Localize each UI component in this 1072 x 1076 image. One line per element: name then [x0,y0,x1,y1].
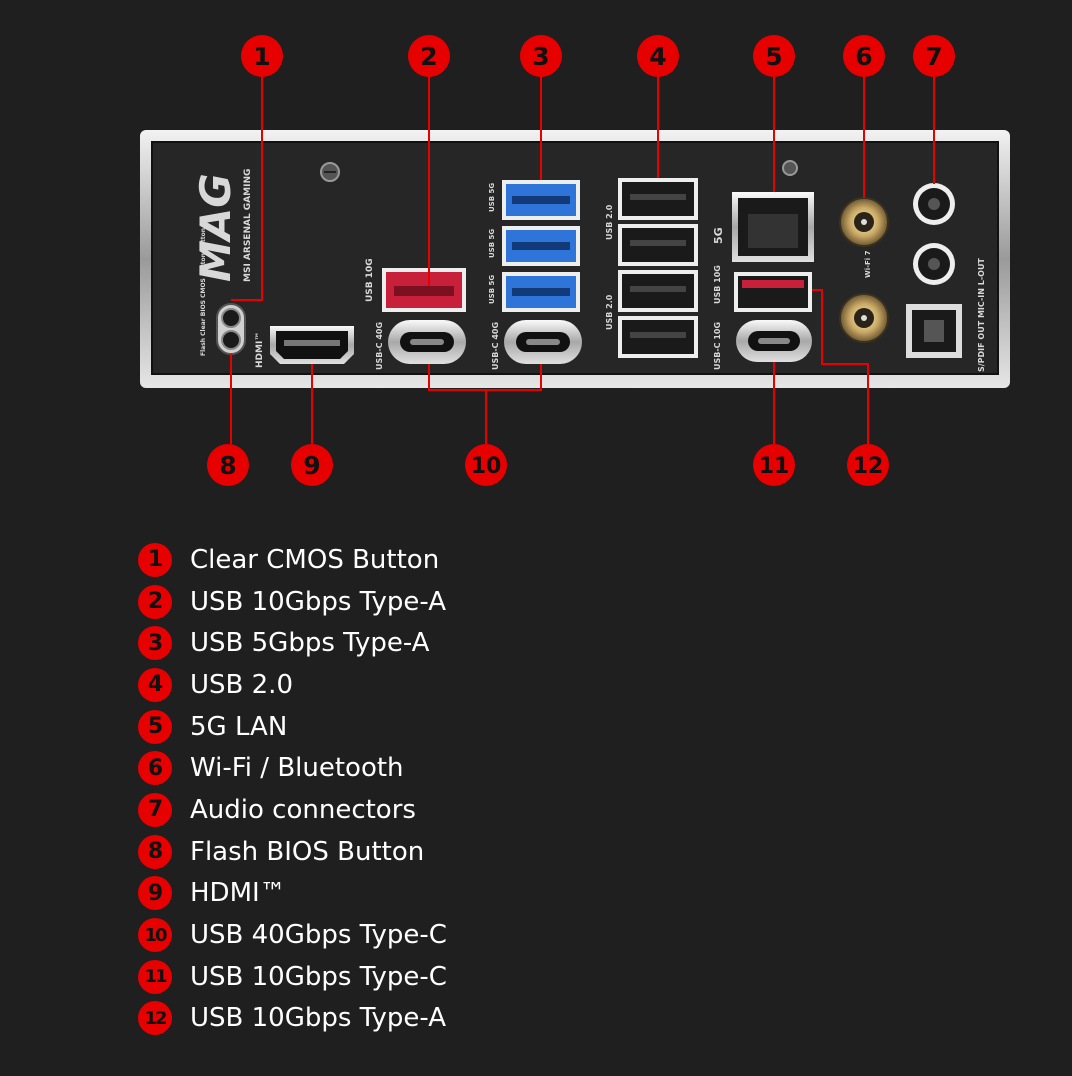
legend-item: 2 USB 10Gbps Type-A [138,581,447,623]
usb-c-40g-port: USB-C 40G [375,320,466,370]
audio-label: S/PDIF OUT MIC-IN L-OUT [977,258,986,372]
svg-text:9: 9 [303,451,320,480]
callout-badge: 4 [637,35,679,77]
svg-text:4: 4 [649,42,666,71]
usb-10g-type-a-port-right: USB 10G [713,265,812,312]
legend-label: USB 2.0 [190,669,293,700]
legend-item: 1 Clear CMOS Button [138,539,447,581]
legend-label: USB 5Gbps Type-A [190,628,430,659]
legend-label: USB 40Gbps Type-C [190,920,447,951]
usb-5g-label: USB 5G [488,229,496,258]
usb-5g-label: USB 5G [488,183,496,212]
legend-label: Wi-Fi / Bluetooth [190,753,404,784]
legend-label: Clear CMOS Button [190,544,440,575]
legend-item: 8 Flash BIOS Button [138,831,447,873]
usb-5g-type-a-ports: USB 5G USB 5G USB 5G [488,180,580,312]
usb-2-ports: USB 2.0 USB 2.0 [605,178,698,358]
usb-20-label: USB 2.0 [605,294,614,330]
callout-badge: 8 [207,444,249,486]
legend-item: 5 5G LAN [138,706,447,748]
lan-5g-label: 5G [712,227,725,244]
legend-label: USB 10Gbps Type-A [190,1003,447,1034]
svg-text:8: 8 [219,451,236,480]
lan-port: 5G [712,192,814,262]
svg-text:1: 1 [253,42,270,71]
wifi-antenna-connectors: Wi-Fi 7 [839,197,889,343]
brand-logo: MAG MSI ARSENAL GAMING [191,169,253,282]
brand-subtitle: MSI ARSENAL GAMING [243,169,253,282]
usb-10g-label: USB 10G [365,258,375,302]
usb-c-10g-port: USB-C 10G [713,320,812,370]
legend-badge: 1 [138,542,172,577]
callout-badge: 11 [753,444,795,486]
legend-label: Audio connectors [190,794,416,825]
flash-clear-buttons: Flash Clear BIOS CMOS Button Button [200,228,246,356]
flash-bios-button[interactable] [221,330,241,350]
legend-badge: 12 [138,1001,172,1036]
legend-label: Flash BIOS Button [190,836,425,867]
callout-badge: 6 [843,35,885,77]
legend-badge: 11 [138,959,172,994]
usb-10g-type-a-port: USB 10G [365,258,466,312]
brand-logo-text: MAG [191,173,240,282]
legend-item: 6 Wi-Fi / Bluetooth [138,747,447,789]
svg-text:3: 3 [532,42,549,71]
legend-label: USB 10Gbps Type-A [190,586,447,617]
usb-c-40g-label: USB-C 40G [375,322,384,370]
callout-badge: 12 [847,444,889,486]
legend-item: 3 USB 5Gbps Type-A [138,622,447,664]
svg-text:2: 2 [420,42,437,71]
usb-c-40g-label: USB-C 40G [491,322,500,370]
svg-text:6: 6 [855,42,872,71]
legend-item: 4 USB 2.0 [138,664,447,706]
svg-text:10: 10 [471,454,502,479]
callout-badge: 5 [753,35,795,77]
legend-badge: 7 [138,792,172,827]
legend-badge: 2 [138,584,172,619]
legend-badge: 10 [138,918,172,953]
legend-badge: 5 [138,709,172,744]
legend-label: HDMI™ [190,878,286,909]
callout-badge: 7 [913,35,955,77]
audio-connectors: S/PDIF OUT MIC-IN L-OUT [906,183,986,372]
legend-badge: 6 [138,751,172,786]
flash-clear-label: Flash Clear BIOS CMOS Button Button [200,228,207,356]
legend-label: 5G LAN [190,711,288,742]
legend-item: 10 USB 40Gbps Type-C [138,914,447,956]
screw-icon [320,160,798,182]
callout-badge: 10 [465,444,507,486]
leader-lines [230,76,935,444]
callout-badge: 1 [241,35,283,77]
usb-20-label: USB 2.0 [605,204,614,240]
usb-5g-label: USB 5G [488,275,496,304]
hdmi-port: HDMI™ [255,326,354,368]
legend-item: 9 HDMI™ [138,873,447,915]
legend-badge: 8 [138,834,172,869]
legend-item: 7 Audio connectors [138,789,447,831]
svg-text:11: 11 [759,454,790,479]
svg-text:7: 7 [925,42,942,71]
legend-badge: 9 [138,876,172,911]
io-panel-diagram: MAG MSI ARSENAL GAMING Flash Clear BIOS … [140,35,1010,486]
callout-badge: 3 [520,35,562,77]
callout-badge: 2 [408,35,450,77]
port-legend: 1 Clear CMOS Button 2 USB 10Gbps Type-A … [138,539,447,1039]
clear-cmos-button[interactable] [221,308,241,328]
callout-badge: 9 [291,444,333,486]
legend-badge: 3 [138,626,172,661]
svg-text:5: 5 [765,42,782,71]
legend-item: 11 USB 10Gbps Type-C [138,956,447,998]
svg-text:12: 12 [853,454,884,479]
usb-c-10g-label: USB-C 10G [713,322,722,370]
wifi-label: Wi-Fi 7 [864,250,872,278]
usb-c-40g-port: USB-C 40G [491,320,582,370]
usb-10g-label: USB 10G [713,265,722,304]
legend-badge: 4 [138,667,172,702]
hdmi-label: HDMI™ [255,332,265,368]
legend-label: USB 10Gbps Type-C [190,961,447,992]
legend-item: 12 USB 10Gbps Type-A [138,998,447,1040]
